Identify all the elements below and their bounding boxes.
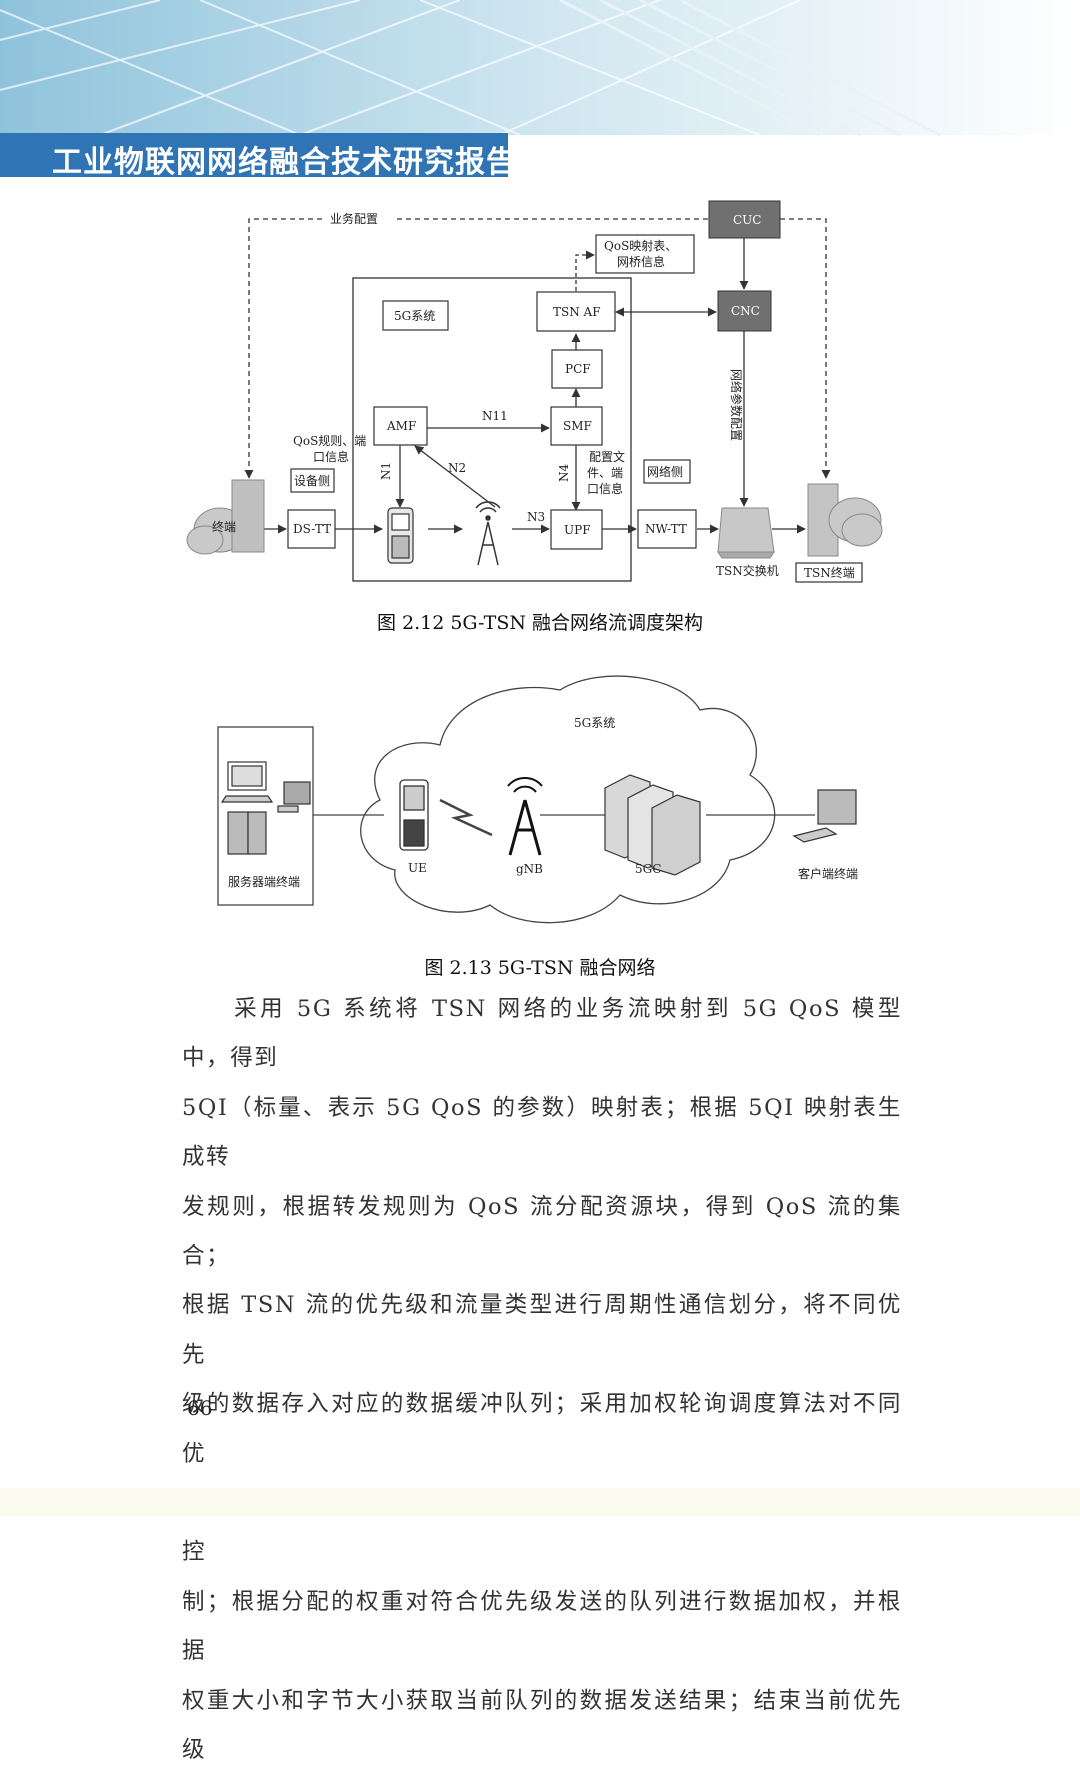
wireless-link-icon xyxy=(439,798,493,837)
gnb-label: gNB xyxy=(516,862,543,876)
phone-icon xyxy=(387,507,414,564)
5g-system-box xyxy=(352,277,632,582)
body-paragraph: 采用 5G 系统将 TSN 网络的业务流映射到 5G QoS 模型中，得到 5Q… xyxy=(182,985,902,1776)
figure-caption-2-12: 图 2.12 5G-TSN 融合网络流调度架构 xyxy=(376,612,704,634)
smf-node xyxy=(550,406,603,446)
amf-node xyxy=(373,406,428,446)
n2-label: N2 xyxy=(448,461,466,475)
cnc-node xyxy=(717,290,772,332)
n4-label: N4 xyxy=(557,464,571,483)
n1-label: N1 xyxy=(379,462,393,480)
upf-label: UPF xyxy=(564,523,591,537)
body-line: 级的数据存入对应的数据缓冲队列；采用加权轮询调度算法对不同优 xyxy=(182,1391,902,1467)
tsn-switch-label: TSN交换机 xyxy=(716,563,779,578)
config-label-1: 配置文 xyxy=(589,449,625,464)
page-number: 66 xyxy=(187,1396,213,1420)
tsn-terminal-icon xyxy=(807,483,883,557)
n3-label: N3 xyxy=(527,510,545,524)
service-config-label: 业务配置 xyxy=(330,211,378,226)
ue-label: UE xyxy=(408,861,427,875)
n11-label: N11 xyxy=(482,409,508,423)
body-line: 采用 5G 系统将 TSN 网络的业务流映射到 5G QoS 模型中，得到 xyxy=(182,996,902,1072)
network-side-label: 网络侧 xyxy=(647,464,683,479)
qos-map-label-2: 网桥信息 xyxy=(617,254,665,269)
device-side-label: 设备侧 xyxy=(294,474,330,488)
terminal-icon xyxy=(186,479,265,555)
body-line: 制；根据分配的权重对符合优先级发送的队列进行数据加权，并根据 xyxy=(182,1588,902,1665)
server-terminal-label: 服务器端终端 xyxy=(228,874,300,889)
qos-rule-label-1: QoS规则、端 xyxy=(293,433,366,448)
body-line: 权重大小和字节大小获取当前队列的数据发送结果；结束当前优先级 xyxy=(182,1687,902,1764)
report-title: 工业物联网网络融合技术研究报告 xyxy=(52,145,517,180)
gnb-tower-icon xyxy=(507,776,543,856)
desktop-icon xyxy=(277,781,311,813)
qos-map-box xyxy=(595,234,695,274)
header-decoration xyxy=(0,0,1080,137)
footer-band xyxy=(0,1488,1080,1516)
upf-node xyxy=(550,509,603,550)
amf-label: AMF xyxy=(386,419,416,433)
cell-tower-icon xyxy=(475,501,501,566)
body-line: 发规则，根据转发规则为 QoS 流分配资源块，得到 QoS 流的集合； xyxy=(182,1193,902,1270)
ds-tt-label: DS-TT xyxy=(293,522,331,536)
network-side-box xyxy=(643,459,691,484)
terminal-label: 终端 xyxy=(212,519,236,534)
config-label-2: 件、端 xyxy=(587,466,623,480)
smf-label: SMF xyxy=(563,419,592,433)
config-label-3: 口信息 xyxy=(587,481,623,496)
qos-map-label-1: QoS映射表、 xyxy=(604,238,677,253)
tsn-terminal-label-box xyxy=(795,562,863,583)
client-computer-icon xyxy=(792,789,857,843)
network-params-label: 网络参数配置 xyxy=(729,369,744,441)
client-terminal-label: 客户端终端 xyxy=(798,866,858,881)
5g-system-label: 5G系统 xyxy=(394,309,435,323)
monitor-icon xyxy=(220,761,274,803)
nw-tt-node xyxy=(637,509,697,549)
server-rack-icon xyxy=(227,811,267,855)
figure-5g-tsn-architecture: 业务配置 CUC CNC QoS映射表、 网桥信息 5G系统 TSN AF PC… xyxy=(186,200,883,583)
body-line: 根据 TSN 流的优先级和流量类型进行周期性通信划分，将不同优先 xyxy=(182,1292,902,1368)
core-label: 5GC xyxy=(635,862,661,876)
core-servers-icon xyxy=(604,774,701,876)
ds-tt-node xyxy=(287,509,336,549)
tsn-af-label: TSN AF xyxy=(553,305,601,319)
header-bar xyxy=(0,133,508,177)
tsn-terminal-label: TSN终端 xyxy=(804,565,855,580)
body-line: 5QI（标量、表示 5G QoS 的参数）映射表；根据 5QI 映射表生成转 xyxy=(182,1094,902,1171)
cuc-node xyxy=(708,200,781,239)
cnc-label: CNC xyxy=(731,304,760,318)
pcf-node xyxy=(551,349,603,389)
pcf-label: PCF xyxy=(565,362,591,376)
figure-caption-2-13: 图 2.13 5G-TSN 融合网络 xyxy=(424,957,656,979)
cuc-label: CUC xyxy=(733,213,761,227)
ue-phone-icon xyxy=(399,779,429,851)
nw-tt-label: NW-TT xyxy=(645,522,687,536)
tsn-switch-icon xyxy=(717,507,775,559)
5g-system-label-2: 5G系统 xyxy=(574,716,615,730)
figure-5g-tsn-network: 5G系统 UE gNB 5GC 服务器端终端 客户端终端 xyxy=(217,675,858,924)
device-side-box xyxy=(290,468,335,493)
5g-system-label-box xyxy=(382,300,449,331)
tsn-af-node xyxy=(536,291,616,332)
qos-rule-label-2: 口信息 xyxy=(313,449,349,464)
